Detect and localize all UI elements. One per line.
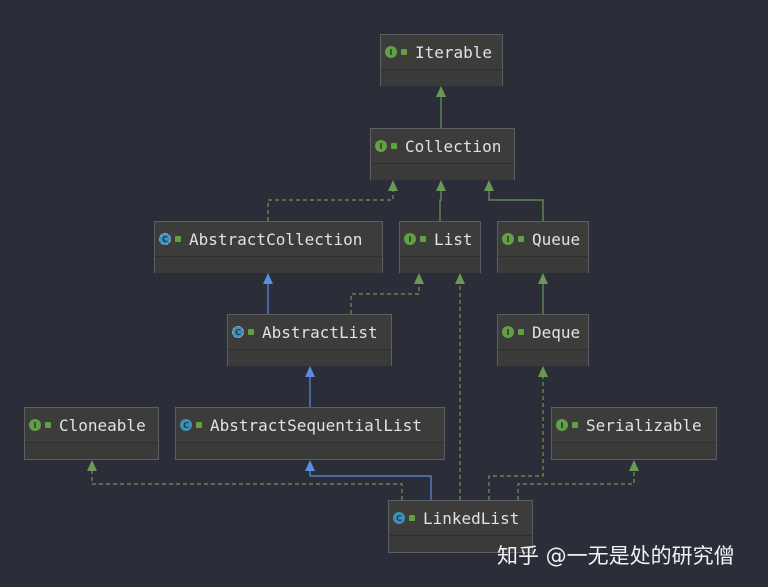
- lock-icon: [420, 236, 426, 242]
- node-cloneable[interactable]: I Cloneable: [24, 407, 159, 460]
- class-icon: C: [393, 512, 405, 524]
- abstract-class-icon: C: [232, 326, 244, 338]
- node-label: AbstractSequentialList: [210, 415, 422, 435]
- node-label: LinkedList: [423, 508, 520, 528]
- interface-icon: I: [404, 233, 416, 245]
- interface-icon: I: [502, 233, 514, 245]
- abstract-class-icon: C: [159, 233, 171, 245]
- node-linkedlist[interactable]: C LinkedList: [388, 500, 533, 553]
- node-abstractsequentiallist[interactable]: C AbstractSequentialList: [175, 407, 445, 460]
- lock-icon: [572, 422, 578, 428]
- interface-icon: I: [502, 326, 514, 338]
- node-label: AbstractCollection: [189, 229, 363, 249]
- node-label: Cloneable: [59, 415, 146, 435]
- lock-icon: [391, 143, 397, 149]
- node-iterable[interactable]: I Iterable: [380, 34, 503, 86]
- interface-icon: I: [29, 419, 41, 431]
- node-abstractlist[interactable]: C AbstractList: [227, 314, 392, 366]
- node-label: Collection: [405, 136, 502, 156]
- node-deque[interactable]: I Deque: [497, 314, 589, 366]
- node-collection[interactable]: I Collection: [370, 128, 515, 180]
- node-label: List: [434, 229, 473, 249]
- interface-icon: I: [375, 140, 387, 152]
- lock-icon: [518, 236, 524, 242]
- interface-icon: I: [385, 46, 397, 58]
- lock-icon: [409, 515, 415, 521]
- class-icon: C: [180, 419, 192, 431]
- node-label: Iterable: [415, 42, 493, 62]
- interface-icon: I: [556, 419, 568, 431]
- lock-icon: [401, 49, 407, 55]
- node-label: Deque: [532, 322, 581, 342]
- watermark: 知乎 @一无是处的研究僧: [497, 544, 735, 568]
- node-label: AbstractList: [262, 322, 378, 342]
- node-serializable[interactable]: I Serializable: [551, 407, 717, 460]
- node-label: Serializable: [586, 415, 702, 435]
- node-queue[interactable]: I Queue: [497, 221, 589, 273]
- lock-icon: [518, 329, 524, 335]
- lock-icon: [175, 236, 181, 242]
- node-list[interactable]: I List: [399, 221, 481, 273]
- lock-icon: [196, 422, 202, 428]
- lock-icon: [248, 329, 254, 335]
- lock-icon: [45, 422, 51, 428]
- node-label: Queue: [532, 229, 581, 249]
- node-abstractcollection[interactable]: C AbstractCollection: [154, 221, 383, 273]
